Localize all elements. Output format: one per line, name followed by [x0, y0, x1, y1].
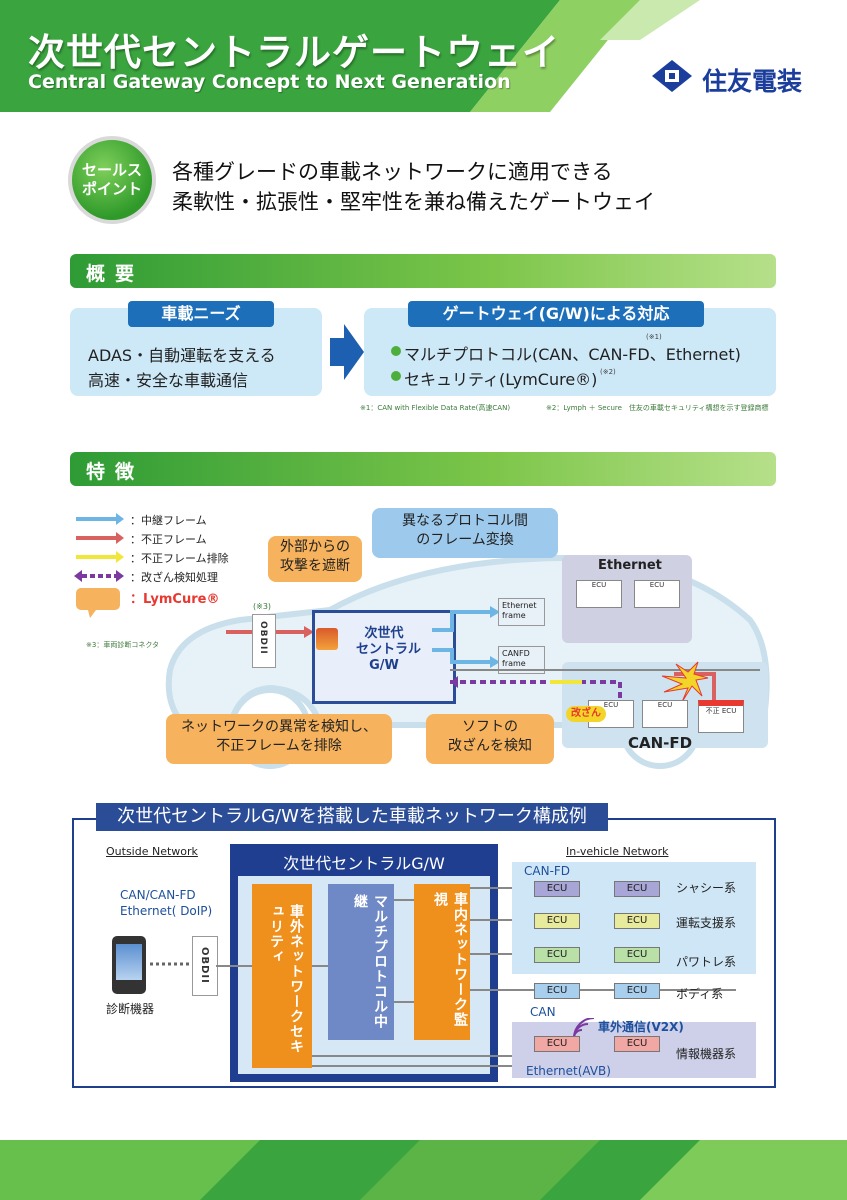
- response-title: ゲートウェイ(G/W)による対応: [408, 301, 704, 327]
- callout-tamper-detect: ソフトの改ざんを検知: [426, 714, 554, 764]
- overview-section-label: 概要: [86, 263, 145, 285]
- company-logo-text: 住友電装: [702, 67, 803, 96]
- diagnostic-device-label: 診断機器: [106, 1002, 155, 1016]
- inside-network-label: In-vehicle Network: [566, 845, 669, 858]
- sales-point-line-2: 柔軟性・拡張性・堅牢性を兼ね備えたゲートウェイ: [172, 190, 655, 214]
- outside-proto-2: Ethernet( DoIP): [120, 904, 213, 918]
- callout-protocol-convert: 異なるプロトコル間のフレーム変換: [372, 508, 558, 558]
- ecu-body-1: ECU: [534, 983, 580, 999]
- page-subtitle: Central Gateway Concept to Next Generati…: [28, 71, 511, 93]
- ecu-ethernet-2: ECU: [634, 580, 680, 608]
- features-section-bar: [70, 452, 776, 486]
- outside-network-label: Outside Network: [106, 845, 198, 858]
- canfd-group-label: CAN-FD: [524, 864, 571, 878]
- overview-section-bar: [70, 254, 776, 288]
- right-arrow-icon: [330, 324, 364, 380]
- legend-arrows: [74, 513, 124, 618]
- callout-block-attack: 外部からの攻撃を遮断: [268, 536, 362, 582]
- system-powertrain: パワトレ系: [676, 955, 737, 969]
- central-gw-box: [312, 610, 456, 704]
- diagnostic-device-icon: [112, 936, 146, 994]
- footnote-2: ※2：Lymph ＋ Secure 住友の車載セキュリティ構想を示す登録商標: [546, 404, 769, 412]
- outside-proto-1: CAN/CAN-FD: [120, 888, 196, 902]
- needs-title: 車載ニーズ: [128, 301, 274, 327]
- page-title: 次世代セントラルゲートウェイ: [28, 31, 560, 74]
- legend-label-lymcure: ：LymCure®: [130, 592, 220, 607]
- response-item-2-note: (※2): [600, 368, 616, 376]
- canfd-label: CAN-FD: [628, 734, 693, 752]
- obdii-connector: OBDII: [252, 614, 276, 668]
- central-gw-title: 次世代セントラルG/W: [283, 854, 445, 873]
- block-internal-monitor: 車内ネットワーク監視: [414, 884, 470, 1040]
- needs-line-2: 高速・安全な車載通信: [88, 371, 249, 390]
- can-label: CAN: [530, 1005, 556, 1019]
- system-chassis: シャシー系: [676, 881, 737, 895]
- ecu-canfd-2: ECU: [642, 700, 688, 728]
- v2x-label: 車外通信(V2X): [598, 1020, 684, 1034]
- ecu-infotainment-1: ECU: [534, 1036, 580, 1052]
- system-adas: 運転支援系: [676, 916, 737, 930]
- footnote-1: ※1：CAN with Flexible Data Rate(高速CAN): [360, 404, 511, 412]
- system-body: ボディ系: [676, 987, 724, 1001]
- response-item-1: マルチプロトコル(CAN、CAN-FD、Ethernet): [404, 345, 741, 364]
- sales-point-line-1: 各種グレードの車載ネットワークに適用できる: [172, 160, 613, 184]
- network-config-title: 次世代セントラルG/Wを搭載した車載ネットワーク構成例: [96, 803, 608, 831]
- bullet-icon: [391, 371, 401, 381]
- footer-banner: [0, 1140, 847, 1200]
- sales-point-badge: セールスポイント: [68, 136, 156, 224]
- ecu-ethernet-1: ECU: [576, 580, 622, 608]
- canfd-bus-lines: [450, 661, 760, 704]
- header-banner: [0, 0, 847, 112]
- block-external-security: 車外ネットワークセキュリティ: [252, 884, 312, 1068]
- legend-label-tamper: ：改ざん検知処理: [130, 571, 218, 584]
- ecu-powertrain-2: ECU: [614, 947, 660, 963]
- ecu-infotainment-2: ECU: [614, 1036, 660, 1052]
- tamper-badge: 改ざん: [566, 706, 606, 722]
- needs-line-1: ADAS・自動運転を支える: [88, 346, 276, 365]
- features-section-label: 特徴: [86, 461, 145, 483]
- response-item-1-note: (※1): [646, 333, 662, 341]
- bullet-icon: [391, 346, 401, 356]
- ecu-chassis-2: ECU: [614, 881, 660, 897]
- block-multiprotocol-relay: マルチプロトコル中継: [328, 884, 394, 1040]
- ecu-adas-1: ECU: [534, 913, 580, 929]
- company-logo-icon: [652, 60, 692, 92]
- diagnostic-link-line: [150, 962, 192, 966]
- obdii-port: OBDII: [192, 936, 218, 996]
- note3-mark: (※3): [253, 602, 272, 611]
- ecu-chassis-1: ECU: [534, 881, 580, 897]
- relay-frame-arrows: [432, 606, 500, 668]
- legend-label-illegal: ：不正フレーム: [130, 533, 207, 546]
- illegal-ecu: 不正 ECU: [698, 700, 744, 733]
- ethernet-avb-label: Ethernet(AVB): [526, 1064, 611, 1078]
- firewall-icon: [316, 628, 338, 650]
- system-infotainment: 情報機器系: [676, 1047, 737, 1061]
- ecu-adas-2: ECU: [614, 913, 660, 929]
- note3-text: ※3：車両診断コネクタ: [86, 641, 160, 649]
- callout-anomaly-detect: ネットワークの異常を検知し、不正フレームを排除: [166, 714, 392, 764]
- ecu-body-2: ECU: [614, 983, 660, 999]
- ethernet-label: Ethernet: [598, 558, 662, 573]
- response-item-2: セキュリティ(LymCure®): [404, 370, 598, 389]
- ecu-powertrain-1: ECU: [534, 947, 580, 963]
- legend-label-exclusion: ：不正フレーム排除: [130, 552, 229, 565]
- legend-label-relay: ：中継フレーム: [130, 514, 207, 527]
